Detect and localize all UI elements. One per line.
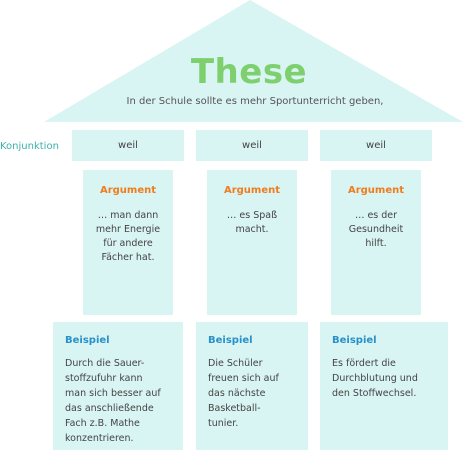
- roof-shape: [44, 0, 463, 122]
- conjunction-box-1: weil: [72, 130, 184, 161]
- conjunction-label: Konjunktion: [0, 141, 59, 152]
- argument-pillar-3: Argument … es der Gesundheit hilft.: [331, 170, 421, 315]
- argument-text-1: … man dann mehr Energie für andere Fäche…: [95, 210, 161, 263]
- argument-text-2: … es Spaß macht.: [226, 210, 278, 235]
- argument-pillar-1: Argument … man dann mehr Energie für and…: [83, 170, 173, 315]
- thesis-statement: In der Schule sollte es mehr Sportunterr…: [126, 96, 384, 107]
- example-box-3: Beispiel Es fördert die Durchblutung und…: [320, 322, 448, 450]
- example-text-3: Es fördert die Durchblutung und den Stof…: [332, 358, 418, 399]
- argument-title-3: Argument: [347, 185, 405, 196]
- example-title-3: Beispiel: [332, 335, 377, 346]
- conjunction-text-1: weil: [118, 140, 138, 151]
- example-title-1: Beispiel: [65, 335, 110, 346]
- conjunction-text-3: weil: [366, 140, 386, 151]
- argument-pillar-2: Argument … es Spaß macht.: [207, 170, 297, 315]
- conjunction-text-2: weil: [242, 140, 262, 151]
- example-box-2: Beispiel Die Schüler freuen sich auf das…: [196, 322, 308, 450]
- argument-title-2: Argument: [223, 185, 281, 196]
- thesis-title: These: [190, 52, 308, 92]
- argument-title-1: Argument: [99, 185, 157, 196]
- example-text-1: Durch die Sauer- stoffzufuhr kann man si…: [65, 358, 161, 444]
- conjunction-box-3: weil: [320, 130, 432, 161]
- conjunction-box-2: weil: [196, 130, 308, 161]
- argument-text-3: … es der Gesundheit hilft.: [348, 210, 404, 249]
- example-text-2: Die Schüler freuen sich auf das nächste …: [208, 358, 279, 429]
- example-box-1: Beispiel Durch die Sauer- stoffzufuhr ka…: [53, 322, 183, 450]
- example-title-2: Beispiel: [208, 335, 253, 346]
